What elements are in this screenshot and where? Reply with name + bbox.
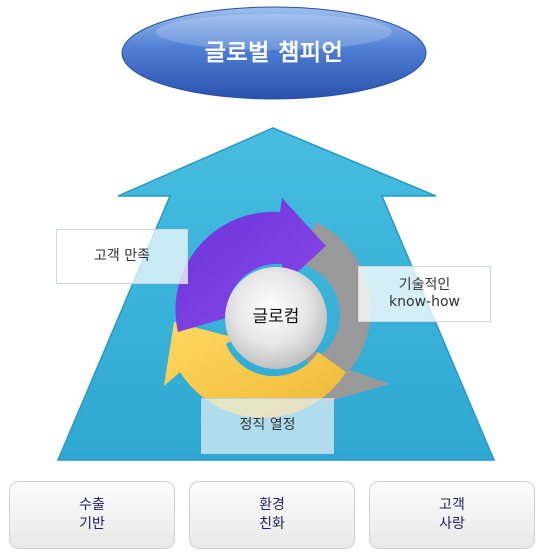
pillar-line2: 기반 <box>79 516 105 532</box>
champion-ellipse <box>121 6 427 100</box>
cycle-segment-purple <box>175 198 326 332</box>
pillar-line2: 사랑 <box>439 516 465 532</box>
pillar-line1: 환경 <box>259 497 285 514</box>
center-label: 글로컴 <box>252 307 300 328</box>
cycle-graphic <box>164 198 390 418</box>
label-tech-line2: know-how <box>389 294 460 310</box>
label-tech-line1: 기술적인 <box>398 276 451 293</box>
pillar-eco-friendly: 환경 친화 <box>189 481 355 549</box>
pillar-customer-love: 고객 사랑 <box>369 481 535 549</box>
pillar-line1: 고객 <box>439 497 465 514</box>
label-customer-satisfaction: 고객 만족 <box>56 229 188 284</box>
label-technical-know-how: 기술적인 know-how <box>358 266 491 322</box>
pillar-export-base: 수출 기반 <box>9 481 175 549</box>
label-passion: 정직 열정 <box>201 398 334 454</box>
center-disc <box>225 267 327 369</box>
champion-title: 글로벌 챔피언 <box>204 39 344 66</box>
cycle-segment-yellow <box>164 322 346 418</box>
pillar-line2: 친화 <box>259 516 285 532</box>
pillar-line1: 수출 <box>79 497 105 514</box>
